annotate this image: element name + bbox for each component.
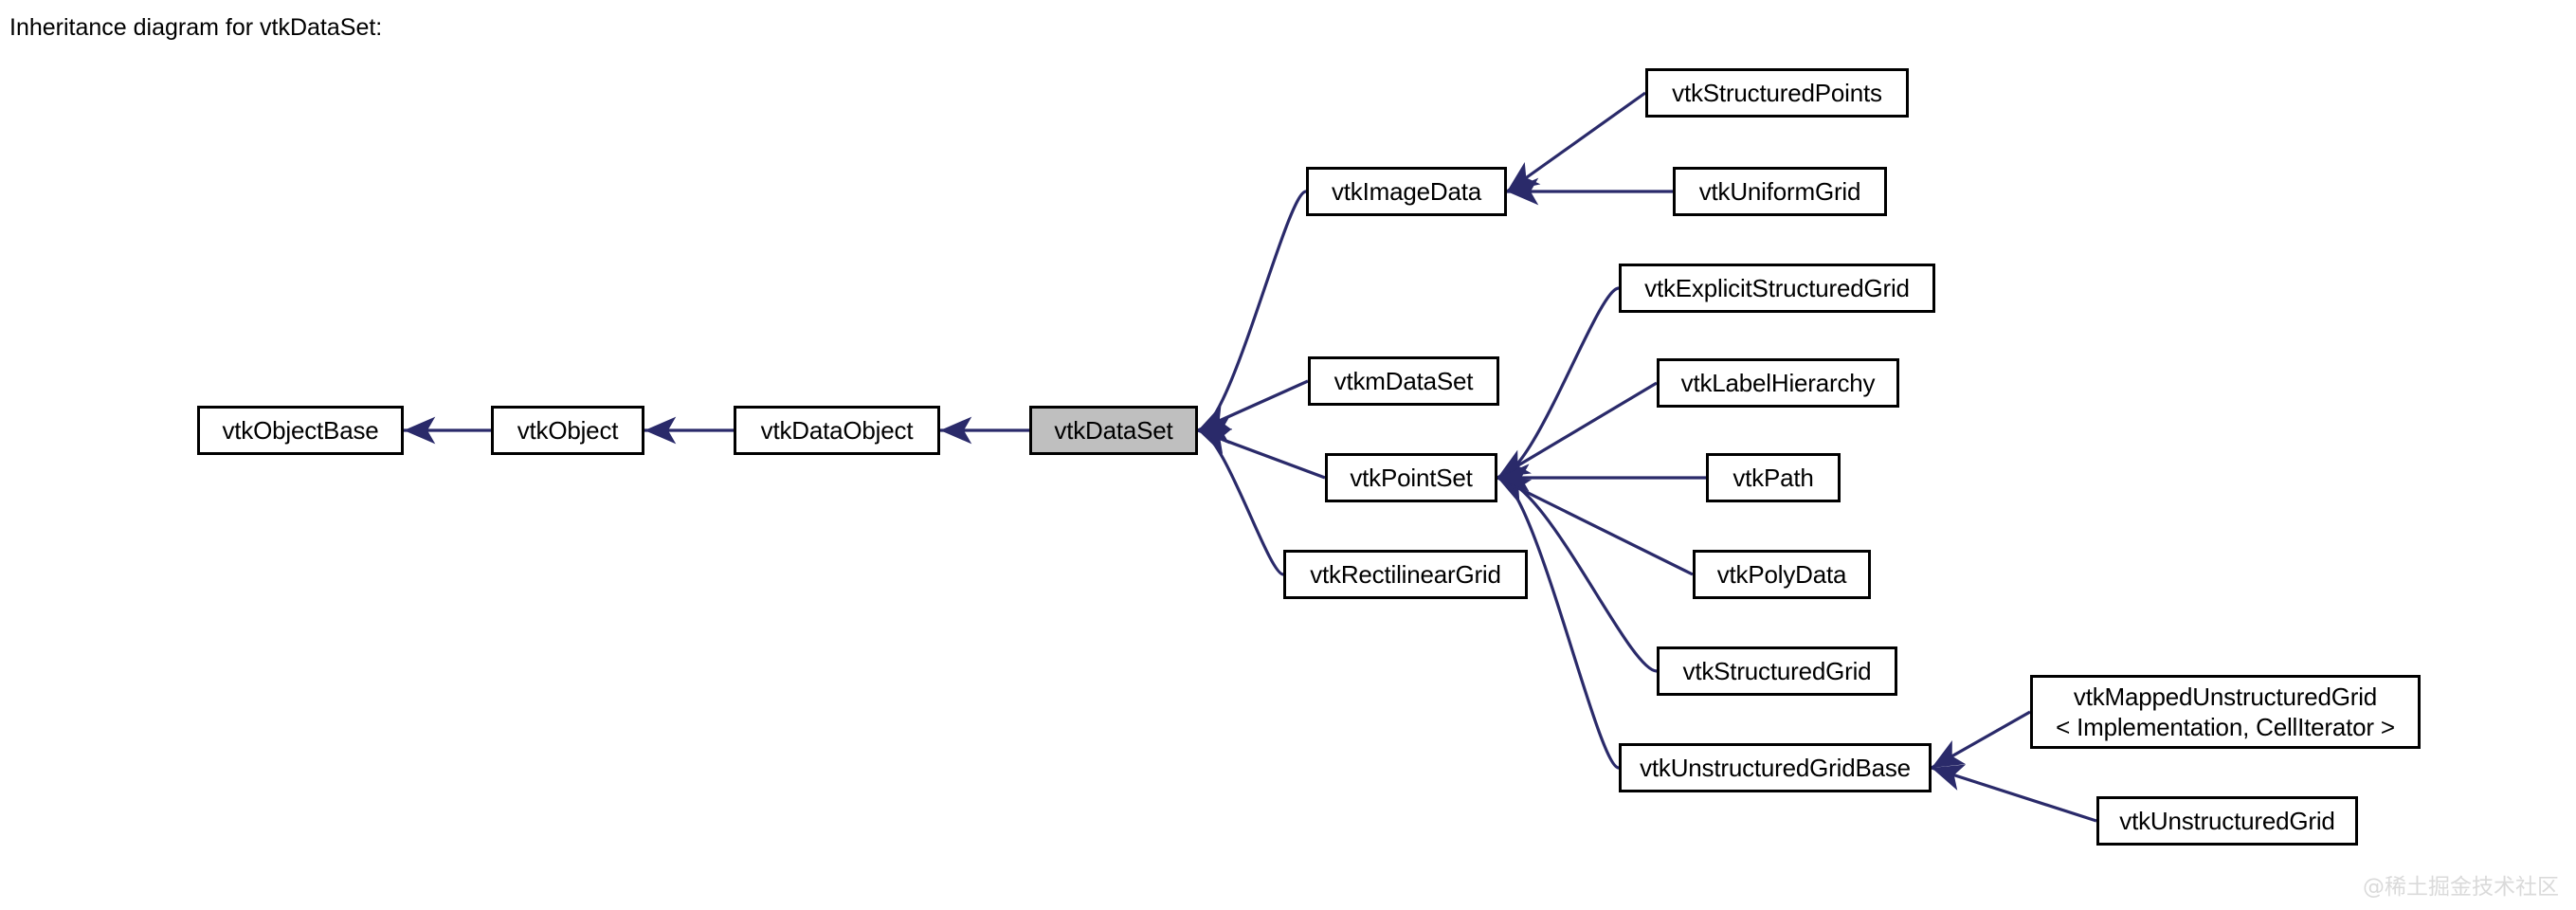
inheritance-edge-vtkLabelHierarchy-to-vtkPointSet [1497,381,1658,480]
inheritance-edge-vtkUnstructuredGridBase-to-vtkPointSet [1497,464,1620,770]
class-node-label: vtkStructuredPoints [1672,79,1882,107]
inheritance-edge-vtkStructuredPoints-to-vtkImageData [1506,91,1646,193]
class-node-label: vtkDataSet [1054,416,1173,445]
inheritance-edge-vtkExplicitStructuredGrid-to-vtkPointSet [1497,286,1620,492]
class-node-vtkMappedUnstructuredGrid[interactable]: vtkMappedUnstructuredGrid< Implementatio… [2030,675,2421,749]
class-node-vtkmDataSet[interactable]: vtkmDataSet [1308,356,1499,406]
class-node-vtkDataSet[interactable]: vtkDataSet [1029,406,1198,455]
class-node-label: vtkObjectBase [222,416,379,445]
class-node-label: vtkObject [517,416,619,445]
class-node-label: vtkMappedUnstructuredGrid [2073,682,2378,711]
class-node-label: vtkLabelHierarchy [1680,369,1876,397]
inheritance-edge-vtkUnstructuredGrid-to-vtkUnstructuredGridBase [1931,764,2097,823]
class-node-label: vtkUnstructuredGrid [2119,807,2335,835]
class-node-vtkDataObject[interactable]: vtkDataObject [734,406,940,455]
class-node-vtkStructuredGrid[interactable]: vtkStructuredGrid [1657,646,1897,696]
class-node-label: vtkExplicitStructuredGrid [1644,274,1910,302]
class-node-vtkObjectBase[interactable]: vtkObjectBase [197,406,404,455]
inheritance-edge-vtkMappedUnstructuredGrid-to-vtkUnstructuredGridBase [1931,710,2031,770]
class-node-label: vtkDataObject [760,416,914,445]
page-title: Inheritance diagram for vtkDataSet: [9,14,383,41]
class-node-label-second-line: < Implementation, CellIterator > [2056,713,2395,741]
watermark: @稀土掘金技术社区 [2363,875,2559,900]
class-node-vtkExplicitStructuredGrid[interactable]: vtkExplicitStructuredGrid [1619,264,1935,313]
class-node-vtkRectilinearGrid[interactable]: vtkRectilinearGrid [1283,550,1528,599]
class-node-label: vtkImageData [1331,177,1481,206]
class-node-vtkPolyData[interactable]: vtkPolyData [1693,550,1871,599]
class-node-label: vtkUniformGrid [1698,177,1861,206]
class-node-vtkObject[interactable]: vtkObject [491,406,644,455]
class-node-label: vtkmDataSet [1333,367,1474,395]
class-node-label: vtkRectilinearGrid [1310,560,1501,589]
class-node-vtkUniformGrid[interactable]: vtkUniformGrid [1673,167,1887,216]
class-node-vtkPath[interactable]: vtkPath [1706,453,1841,502]
inheritance-edge-vtkPolyData-to-vtkPointSet [1497,476,1694,576]
class-node-label: vtkPath [1732,464,1814,492]
class-node-vtkUnstructuredGridBase[interactable]: vtkUnstructuredGridBase [1619,743,1932,792]
class-node-vtkStructuredPoints[interactable]: vtkStructuredPoints [1645,68,1909,118]
class-node-label: vtkStructuredGrid [1682,657,1872,685]
inheritance-edge-vtkmDataSet-to-vtkDataSet [1197,379,1309,432]
class-node-vtkLabelHierarchy[interactable]: vtkLabelHierarchy [1657,358,1899,408]
class-node-label: vtkPolyData [1716,560,1847,589]
class-node-label: vtkPointSet [1350,464,1473,492]
class-node-label: vtkUnstructuredGridBase [1640,754,1911,782]
class-node-vtkUnstructuredGrid[interactable]: vtkUnstructuredGrid [2096,796,2358,846]
class-node-vtkImageData[interactable]: vtkImageData [1306,167,1507,216]
inheritance-edge-vtkPointSet-to-vtkDataSet [1197,428,1326,480]
class-node-vtkPointSet[interactable]: vtkPointSet [1325,453,1497,502]
inheritance-edge-vtkRectilinearGrid-to-vtkDataSet [1197,416,1284,576]
inheritance-edge-vtkImageData-to-vtkDataSet [1197,190,1307,445]
